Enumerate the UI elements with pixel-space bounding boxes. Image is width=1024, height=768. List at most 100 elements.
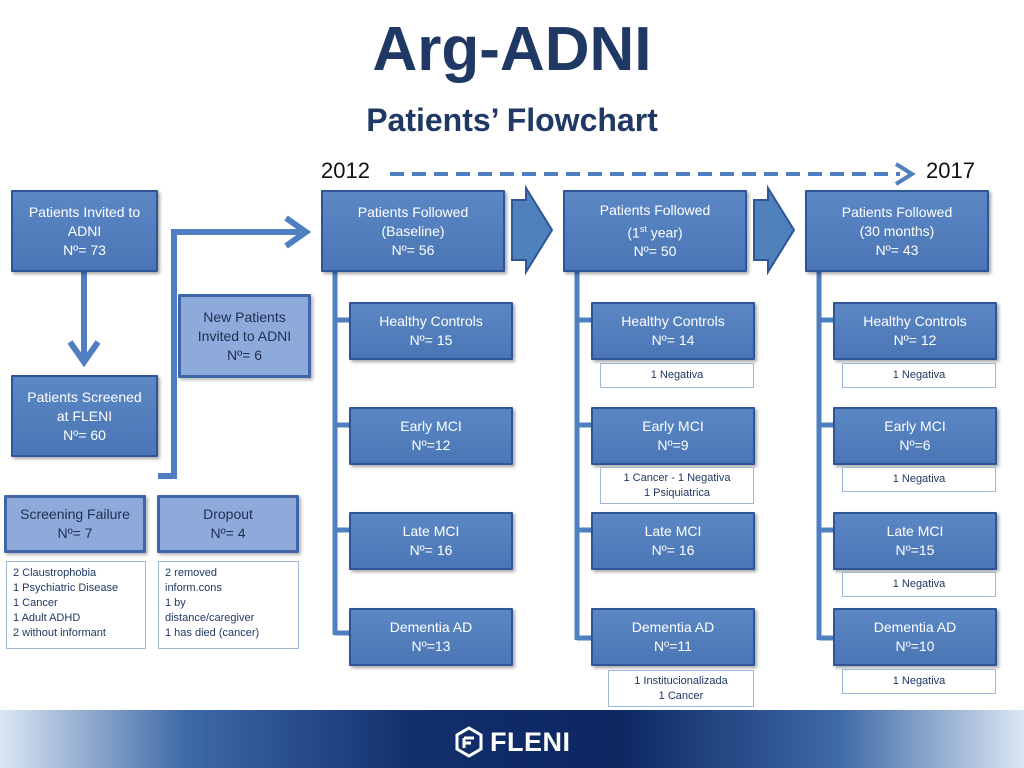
new-patients-count: Nº= 6 [226, 346, 263, 363]
month30-early-mci-box: Early MCI Nº=6 [833, 407, 997, 465]
year1-ad-note-line: 1 Institucionalizada [634, 674, 728, 687]
month30-header-box: Patients Followed (30 months) Nº= 43 [805, 190, 989, 272]
failure-note: 1 Cancer [13, 597, 58, 609]
baseline-hc-label: Healthy Controls [379, 313, 483, 329]
dropout-label: Dropout [203, 506, 253, 522]
month30-header-count: Nº= 43 [875, 241, 919, 258]
screening-failure-box: Screening Failure Nº= 7 [4, 495, 146, 553]
year1-hc-note: 1 Negativa [600, 363, 754, 388]
dropout-note: 1 by [165, 597, 186, 609]
year1-hc-note-text: 1 Negativa [650, 369, 704, 381]
month30-healthy-controls-box: Healthy Controls Nº= 12 [833, 302, 997, 360]
year1-ad-note: 1 Institucionalizada 1 Cancer [608, 670, 754, 707]
year1-period-prefix: (1 [627, 224, 640, 241]
baseline-header-label: Patients Followed [357, 203, 469, 220]
baseline-early-mci-box: Early MCI Nº=12 [349, 407, 513, 465]
timeline-arrow [390, 162, 916, 186]
fleni-logo: FLENI [454, 725, 571, 759]
fleni-logo-text: FLENI [490, 726, 571, 757]
patients-invited-count: Nº= 73 [63, 241, 106, 258]
baseline-header-box: Patients Followed (Baseline) Nº= 56 [321, 190, 505, 272]
patients-screened-label-1: Patients Screened [27, 388, 142, 405]
timeline-start-year: 2012 [321, 158, 370, 183]
patients-screened-box: Patients Screened at FLENI Nº= 60 [11, 375, 158, 457]
year1-ad-label: Dementia AD [631, 619, 715, 635]
failure-note: 2 without informant [13, 627, 106, 639]
year1-branch-lines [574, 272, 591, 641]
year1-to-month30-block-arrow [753, 184, 796, 276]
dropout-note: 2 removed [165, 567, 217, 579]
footer-band [0, 710, 1024, 768]
dropout-note: distance/caregiver [165, 612, 255, 624]
month30-lmci-label: Late MCI [886, 523, 944, 539]
baseline-emci-label: Early MCI [400, 418, 462, 434]
fleni-emblem-icon [455, 726, 483, 758]
screening-failure-label: Screening Failure [20, 506, 130, 522]
year1-lmci-label: Late MCI [644, 523, 702, 539]
month30-ad-label: Dementia AD [873, 619, 957, 635]
new-patients-box: New Patients Invited to ADNI Nº= 6 [178, 294, 311, 378]
baseline-dementia-ad-box: Dementia AD Nº=13 [349, 608, 513, 666]
month30-emci-label: Early MCI [884, 418, 946, 434]
month30-hc-note: 1 Negativa [842, 363, 996, 388]
year1-ad-note-line: 1 Cancer [658, 689, 704, 702]
year1-emci-note: 1 Cancer - 1 Negativa 1 Psiquiatrica [600, 467, 754, 504]
baseline-header-period: (Baseline) [381, 222, 445, 239]
patients-screened-count: Nº= 60 [63, 426, 106, 443]
year1-header-box: Patients Followed (1st year) Nº= 50 [563, 190, 747, 272]
month30-header-period: (30 months) [859, 222, 935, 239]
month30-ad-note: 1 Negativa [842, 669, 996, 694]
dropout-box: Dropout Nº= 4 [157, 495, 299, 553]
year1-period-suffix: year) [646, 224, 683, 241]
year1-hc-count: Nº= 14 [651, 332, 695, 348]
baseline-ad-label: Dementia AD [389, 619, 473, 635]
baseline-ad-count: Nº=13 [411, 638, 451, 654]
month30-branch-lines [816, 272, 833, 641]
month30-hc-count: Nº= 12 [893, 332, 937, 348]
year1-healthy-controls-box: Healthy Controls Nº= 14 [591, 302, 755, 360]
baseline-to-year1-block-arrow [511, 184, 554, 276]
failure-note: 1 Psychiatric Disease [13, 582, 119, 594]
month30-lmci-count: Nº=15 [895, 542, 935, 558]
year1-dementia-ad-box: Dementia AD Nº=11 [591, 608, 755, 666]
baseline-late-mci-box: Late MCI Nº= 16 [349, 512, 513, 570]
year1-emci-count: Nº=9 [657, 437, 689, 453]
year1-emci-note-line: 1 Psiquiatrica [643, 486, 711, 499]
year1-emci-note-line: 1 Cancer - 1 Negativa [623, 471, 731, 484]
new-patients-label-2: Invited to ADNI [197, 327, 292, 344]
patients-invited-box: Patients Invited to ADNI Nº= 73 [11, 190, 158, 272]
year1-early-mci-box: Early MCI Nº=9 [591, 407, 755, 465]
month30-ad-count: Nº=10 [895, 638, 935, 654]
month30-lmci-note-text: 1 Negativa [892, 578, 946, 590]
year1-period-sup: st [639, 223, 647, 234]
month30-dementia-ad-box: Dementia AD Nº=10 [833, 608, 997, 666]
page-subtitle: Patients’ Flowchart [366, 102, 658, 138]
month30-header-label: Patients Followed [841, 203, 953, 220]
baseline-header-count: Nº= 56 [391, 241, 435, 258]
failure-note: 2 Claustrophobia [13, 567, 97, 579]
year1-hc-label: Healthy Controls [621, 313, 725, 329]
year1-header-period: (1st year) [627, 220, 682, 243]
month30-ad-note-text: 1 Negativa [892, 675, 946, 687]
screened-to-baseline-arrow [158, 215, 312, 479]
dropout-count: Nº= 4 [210, 525, 246, 541]
patients-invited-label-2: ADNI [67, 222, 102, 239]
month30-emci-count: Nº=6 [899, 437, 931, 453]
month30-emci-note-text: 1 Negativa [892, 473, 946, 485]
month30-late-mci-box: Late MCI Nº=15 [833, 512, 997, 570]
month30-hc-note-text: 1 Negativa [892, 369, 946, 381]
year1-late-mci-box: Late MCI Nº= 16 [591, 512, 755, 570]
screening-failure-notes: 2 Claustrophobia 1 Psychiatric Disease 1… [6, 561, 146, 649]
year1-lmci-count: Nº= 16 [651, 542, 695, 558]
patients-screened-label-2: at FLENI [56, 407, 113, 424]
timeline-end-year: 2017 [926, 158, 975, 183]
year1-header-count: Nº= 50 [633, 243, 677, 260]
year1-emci-label: Early MCI [642, 418, 704, 434]
month30-hc-label: Healthy Controls [863, 313, 967, 329]
baseline-branch-lines [332, 272, 349, 636]
page-title: Arg-ADNI [372, 15, 652, 84]
new-patients-label-1: New Patients [203, 308, 286, 325]
baseline-emci-count: Nº=12 [411, 437, 451, 453]
dropout-notes: 2 removed inform.cons 1 by distance/care… [158, 561, 299, 649]
